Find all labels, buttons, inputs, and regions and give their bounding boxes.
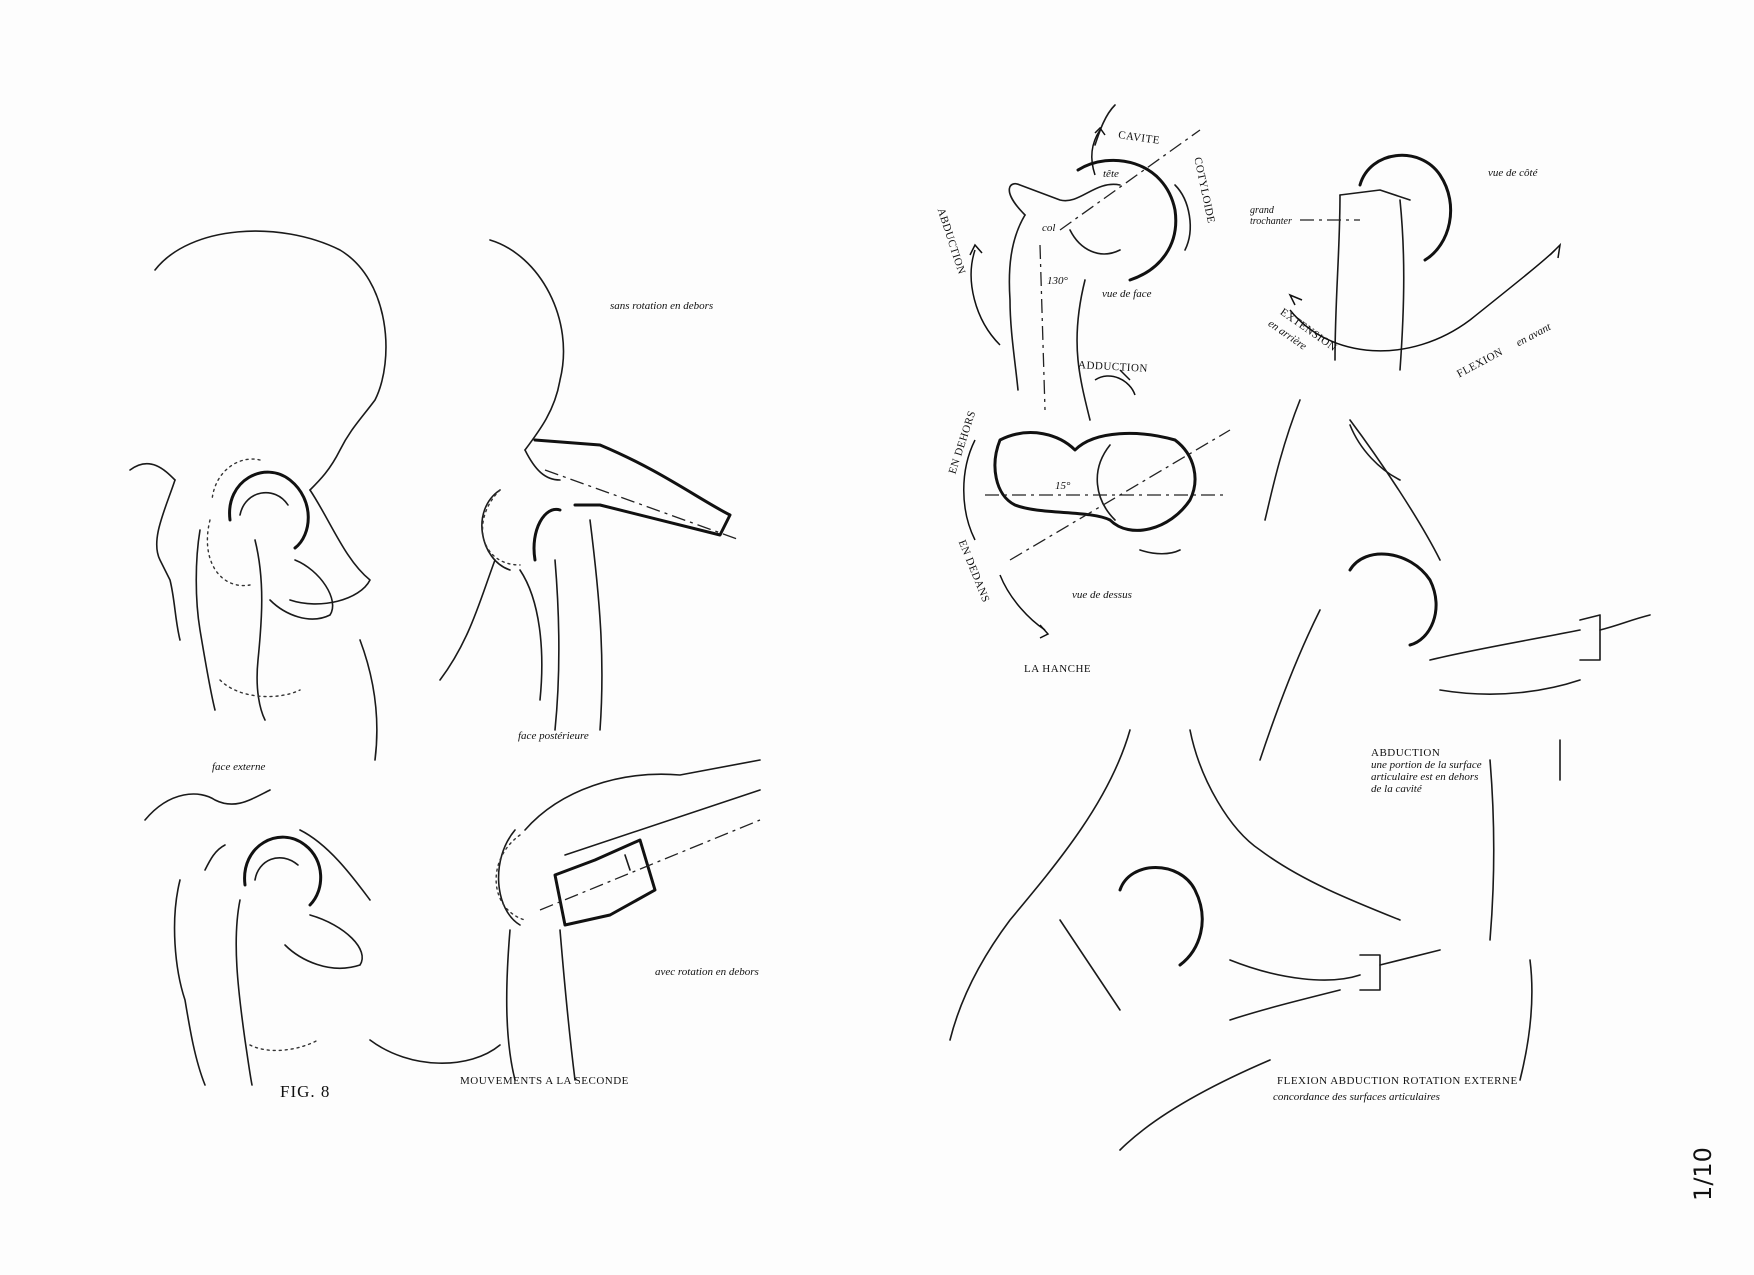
abduction-line-2: articulaire est en dehors bbox=[1371, 771, 1479, 783]
label-trochanter: trochanter bbox=[1250, 216, 1292, 227]
label-col: col bbox=[1042, 222, 1056, 234]
note-avec-rotation: avec rotation en debors bbox=[655, 966, 759, 978]
abduction-title: ABDUCTION bbox=[1371, 747, 1441, 759]
hip-flexion-abduction-drawing bbox=[949, 729, 1533, 1151]
title-la-hanche: LA HANCHE bbox=[1024, 663, 1092, 675]
hip-avec-rotation-drawing bbox=[369, 759, 761, 1081]
label-angle-130: 130° bbox=[1047, 275, 1068, 287]
abduction-line-1: une portion de la surface bbox=[1371, 759, 1482, 771]
label-vue-de-cote: vue de côté bbox=[1488, 167, 1538, 179]
abduction-line-3: de la cavité bbox=[1371, 783, 1422, 795]
label-grand: grand bbox=[1250, 205, 1274, 216]
hip-vue-de-face-diagram bbox=[969, 104, 1201, 421]
label-angle-15: 15° bbox=[1055, 480, 1071, 492]
hip-vue-de-dessus-diagram bbox=[963, 369, 1231, 639]
label-vue-de-dessus: vue de dessus bbox=[1072, 589, 1132, 601]
caption-face-externe: face externe bbox=[212, 761, 266, 773]
label-tete: tête bbox=[1103, 168, 1119, 180]
label-vue-de-face: vue de face bbox=[1102, 288, 1152, 300]
bottom-right-subtitle: concordance des surfaces articulaires bbox=[1273, 1091, 1440, 1103]
hip-abduction-drawing bbox=[1259, 399, 1651, 781]
caption-mouvements: MOUVEMENTS A LA SECONDE bbox=[460, 1075, 629, 1087]
hip-rotation-lower-drawing bbox=[144, 789, 371, 1086]
note-sans-rotation: sans rotation en debors bbox=[610, 300, 714, 312]
bottom-right-title: FLEXION ABDUCTION ROTATION EXTERNE bbox=[1277, 1075, 1518, 1087]
page-mark-handwritten: 1/10 bbox=[1688, 1147, 1717, 1201]
figure-number: FIG. 8 bbox=[280, 1082, 331, 1101]
hip-face-posterieure-drawing bbox=[439, 239, 741, 731]
caption-face-posterieure: face postérieure bbox=[518, 730, 589, 742]
hip-face-externe-drawing bbox=[129, 230, 387, 761]
hip-vue-de-cote-diagram bbox=[1288, 153, 1562, 371]
